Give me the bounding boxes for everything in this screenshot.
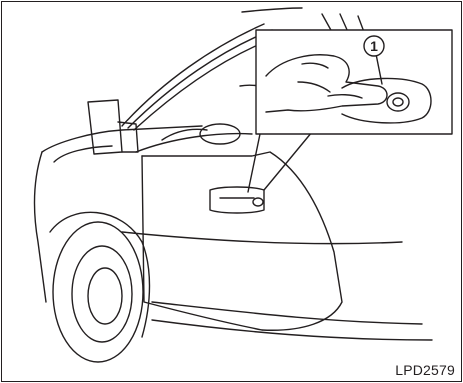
tire-rim (72, 246, 132, 342)
callout-number: 1 (370, 38, 378, 54)
dashboard (136, 134, 252, 152)
door-handle-small (210, 187, 264, 213)
front-fender (35, 152, 46, 302)
callout-marker: 1 (364, 36, 384, 56)
image-code-label: LPD2579 (395, 362, 455, 378)
body-side-line (122, 232, 402, 244)
wheel-arch (50, 212, 150, 337)
window-frame (122, 24, 264, 126)
